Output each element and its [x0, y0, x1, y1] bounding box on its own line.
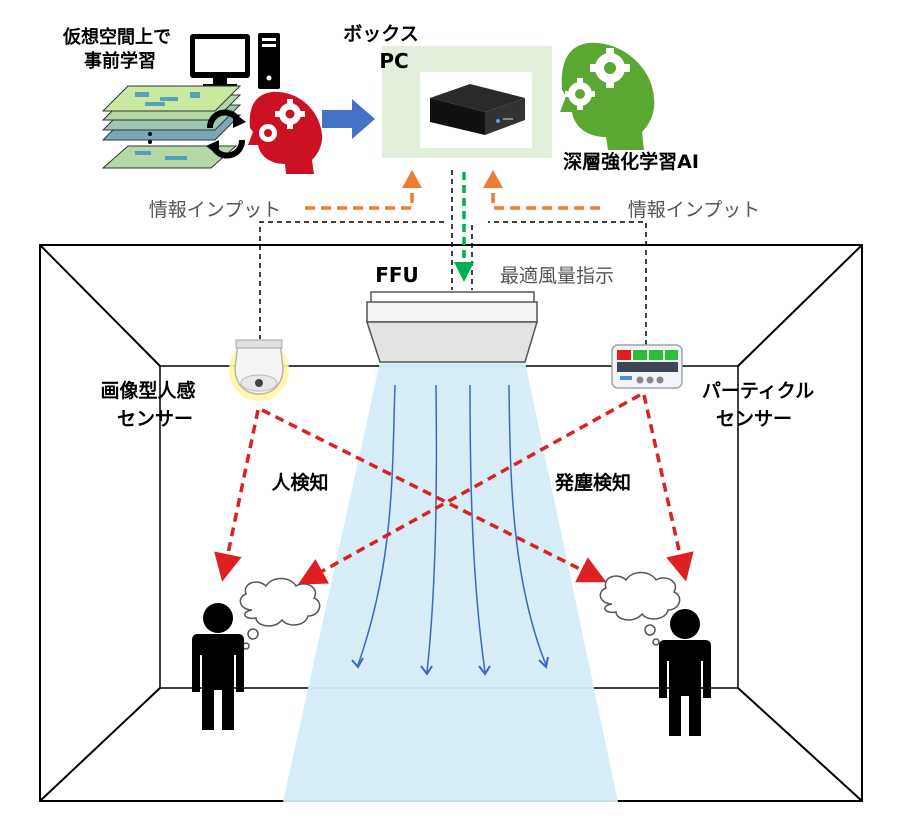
deep-rl-ai-icon [560, 42, 655, 150]
particle-sensor-icon [611, 344, 683, 389]
deep-rl-ai-label: 深層強化学習AI [563, 150, 699, 173]
virtual-learning-label: 事前学習 [84, 50, 156, 72]
airflow-streamlines [351, 384, 549, 676]
airflow-instruction-arrow [454, 172, 474, 282]
person-icon [192, 603, 244, 730]
desktop-computer-icon [190, 33, 280, 89]
virtual-space-map-layers [101, 85, 242, 169]
sensor-connection-lines [259, 170, 647, 345]
person-detection-label: 人検知 [271, 471, 328, 494]
particle-sensor-label: センサー [716, 408, 792, 430]
ffu-label: FFU [375, 263, 419, 287]
info-input-arrows [305, 170, 600, 210]
detection-arrows [214, 393, 694, 585]
box-pc-label: ボックス [343, 23, 418, 45]
thought-bubble-left [239, 577, 321, 650]
image-sensor-label: センサー [117, 408, 193, 430]
info-input-label-left: 情報インプット [149, 199, 281, 221]
particle-sensor-label: パーティクル [702, 380, 814, 402]
learning-transfer-arrow [322, 99, 375, 139]
info-input-label-right: 情報インプット [628, 199, 760, 221]
virtual-learning-label: 仮想空間上で [62, 26, 171, 48]
optimal-airflow-label: 最適風量指示 [500, 265, 614, 287]
airflow-region [283, 362, 618, 802]
box-pc-label: PC [379, 49, 408, 73]
gear-head-icon [248, 91, 323, 174]
image-sensor-label: 画像型人感 [100, 379, 195, 402]
image-sensor-icon [229, 339, 289, 401]
box-pc-device [420, 72, 532, 148]
dust-detection-label: 発塵検知 [554, 471, 631, 494]
person-icon [659, 609, 711, 736]
thought-bubble-right [599, 571, 681, 646]
ffu-unit [365, 291, 539, 363]
